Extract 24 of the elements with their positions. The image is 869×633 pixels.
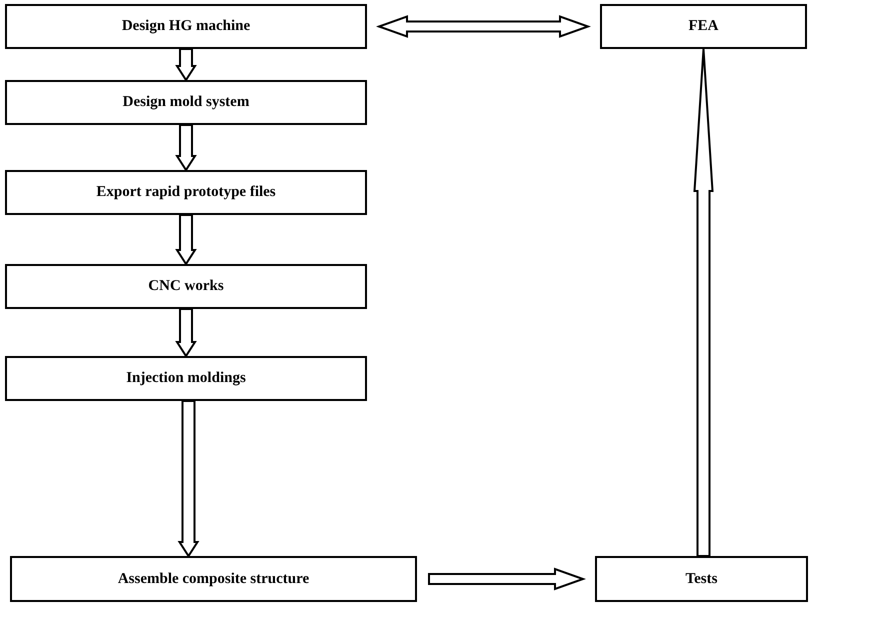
box-label: CNC works: [148, 277, 224, 296]
box-label: Export rapid prototype files: [96, 183, 276, 202]
box-label: Injection moldings: [126, 369, 246, 388]
process-box: [5, 356, 367, 401]
process-box: [5, 4, 367, 49]
hollow-arrow: [428, 568, 586, 590]
hollow-arrow: [175, 214, 197, 266]
process-box: [595, 556, 808, 602]
hollow-arrow: [175, 48, 197, 82]
hollow-arrow: [178, 400, 200, 558]
hollow-arrow: [175, 308, 197, 358]
hollow-arrow: [175, 124, 197, 172]
box-label: Assemble composite structure: [118, 570, 310, 588]
box-label: Tests: [686, 570, 718, 588]
hollow-arrow: [376, 15, 591, 38]
box-label: Design HG machine: [122, 17, 250, 36]
process-box: [5, 264, 367, 309]
hollow-arrow: [693, 48, 714, 557]
box-label: FEA: [688, 17, 718, 36]
process-box: [5, 170, 367, 215]
process-box: [10, 556, 417, 602]
process-box: [600, 4, 807, 49]
process-box: [5, 80, 367, 125]
box-label: Design mold system: [122, 93, 250, 112]
